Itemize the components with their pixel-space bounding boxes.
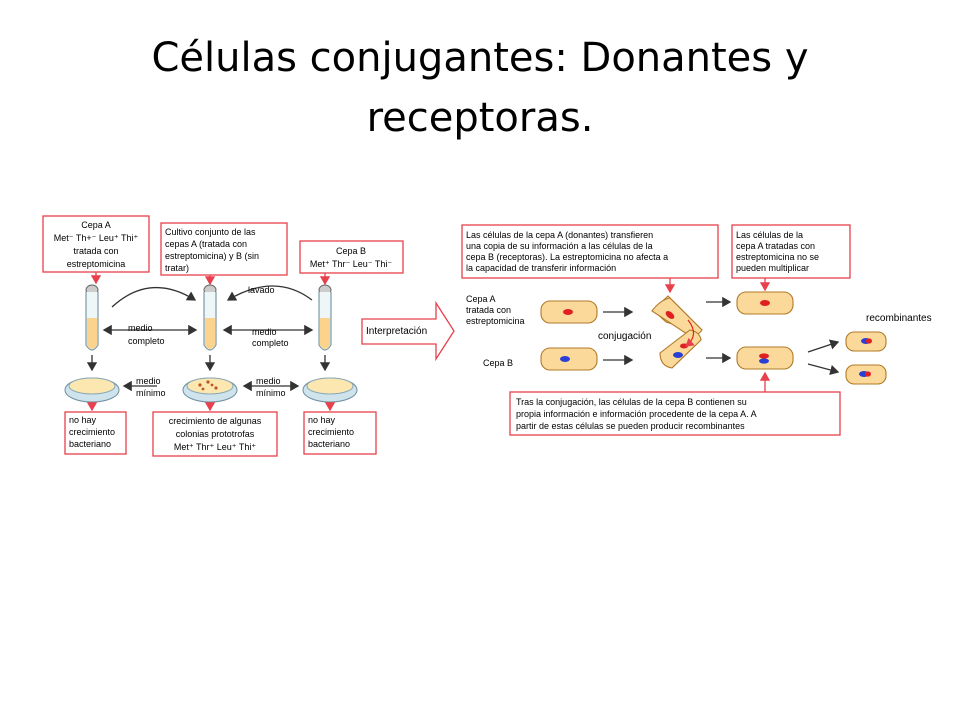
box-cultivo: Cultivo conjunto de las cepas A (tratada… [160,222,288,276]
donantes-line2: una copia de su información a las célula… [466,241,653,251]
donantes-line3: cepa B (receptoras). La estreptomicina n… [466,252,668,262]
cultivo-line2: cepas A (tratada con [165,239,247,249]
medio-completo-left-2: completo [128,336,165,346]
conjugacion-label: conjugación [598,331,651,342]
box-tras-conjugacion: Tras la conjugación, las células de la c… [509,391,841,436]
label-cepa-a-2: tratada con [466,305,511,315]
no-multiplica-line1: Las células de la [736,230,803,240]
box-result-right: no hay crecimiento bacteriano [303,411,377,455]
cepa-a-line2: Met⁻ Th+⁻ Leu⁺ Thi⁺ [54,233,139,243]
page-title: Células conjugantes: Donantes y receptor… [151,35,809,141]
no-multiplica-line3: estreptomicina no se [736,252,819,262]
medio-minimo-right-2: mínimo [256,388,286,398]
box-cepa-a: Cepa A Met⁻ Th+⁻ Leu⁺ Thi⁺ tratada con e… [42,215,150,273]
recombinant-cell-2 [845,364,887,385]
label-cepa-b: Cepa B [483,358,513,368]
colony [210,383,214,387]
result-right-3: bacteriano [308,439,350,449]
box-donantes: Las células de la cepa A (donantes) tran… [461,224,719,279]
medio-completo-right-2: completo [252,338,289,348]
test-tube-b [318,284,332,351]
box-no-multiplica: Las células de la cepa A tratadas con es… [731,224,851,279]
cell-cepa-a [540,300,598,324]
result-center-1: crecimiento de algunas [169,416,262,426]
recombinant-cell-1 [845,331,887,352]
lavado-label: lavado [248,285,275,295]
result-right-2: crecimiento [308,427,354,437]
result-left-3: bacteriano [69,439,111,449]
box-result-center: crecimiento de algunas colonias prototro… [152,411,278,457]
box-result-left: no hay crecimiento bacteriano [64,411,127,455]
test-tube-mix [203,284,217,351]
result-center-3: Met⁺ Thr⁺ Leu⁺ Thi⁺ [174,442,256,452]
colony [214,386,218,390]
result-left-1: no hay [69,415,97,425]
colony [201,387,205,391]
cultivo-line4: tratar) [165,263,189,273]
medio-minimo-right-1: medio [256,376,281,386]
conjugating-cells [651,295,703,369]
result-right-1: no hay [308,415,336,425]
label-cepa-a-1: Cepa A [466,294,496,304]
colony [198,383,202,387]
medio-minimo-left-1: medio [136,376,161,386]
medio-minimo-left-2: mínimo [136,388,166,398]
tras-line3: partir de estas células se pueden produc… [516,421,745,431]
donantes-line4: la capacidad de transferir información [466,263,616,273]
colony [206,380,210,384]
cultivo-line1: Cultivo conjunto de las [165,227,256,237]
interpretacion-label: Interpretación [366,326,427,337]
medio-completo-right-1: medio [252,327,277,337]
no-multiplica-line4: pueden multiplicar [736,263,809,273]
medio-completo-left-1: medio [128,323,153,333]
cepa-a-line3: tratada con [73,246,118,256]
interpretacion-arrow: Interpretación [361,300,455,362]
box-cepa-b: Cepa B Met⁺ Thr⁻ Leu⁻ Thi⁻ [299,240,404,274]
donantes-line1: Las células de la cepa A (donantes) tran… [466,230,653,240]
tras-line1: Tras la conjugación, las células de la c… [516,397,747,407]
no-multiplica-line2: cepa A tratadas con [736,241,815,251]
petri-dish-right [302,377,358,403]
petri-dish-left [64,377,120,403]
result-center-2: colonias prototrofas [176,429,255,439]
cepa-a-line4: estreptomicina [67,259,126,269]
label-cepa-a-3: estreptomicina [466,316,525,326]
cell-cepa-b-conjugated [736,346,794,370]
result-left-2: crecimiento [69,427,115,437]
cell-cepa-a-nondividing [736,291,794,315]
cepa-a-line1: Cepa A [81,220,111,230]
cepa-b-line1: Cepa B [336,246,366,256]
recombinantes-label: recombinantes [866,313,932,324]
cultivo-line3: estreptomicina) y B (sin [165,251,259,261]
tras-line2: propia información e información procede… [516,409,757,419]
petri-dish-center [182,377,238,403]
test-tube-a [85,284,99,351]
cell-cepa-b [540,347,598,371]
cepa-b-line2: Met⁺ Thr⁻ Leu⁻ Thi⁻ [310,259,392,269]
